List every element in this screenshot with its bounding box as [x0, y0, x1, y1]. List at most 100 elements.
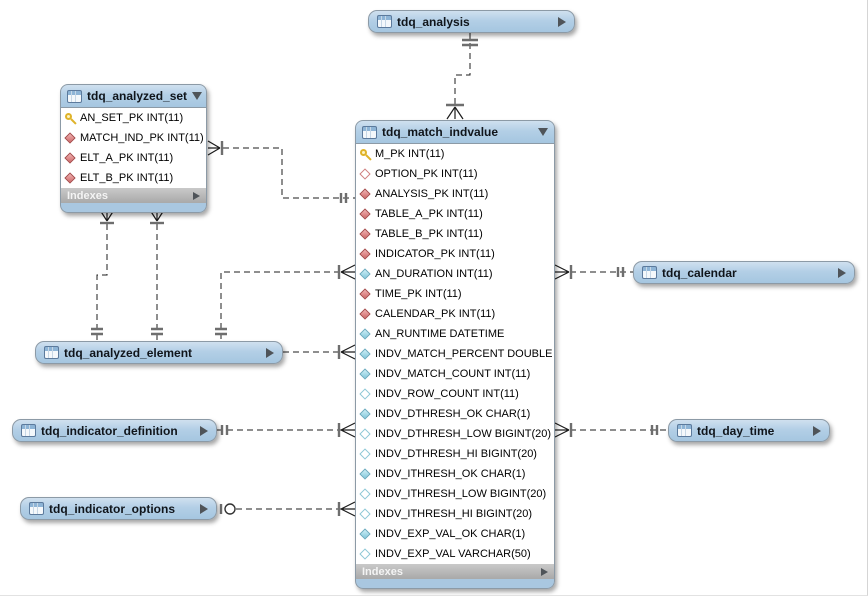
table-tdq-indicator-options[interactable]: tdq_indicator_options [20, 497, 217, 520]
table-title: tdq_calendar [662, 265, 737, 280]
rel-indicatoroptions-matchindvalue[interactable] [219, 501, 356, 517]
column-row[interactable]: INDV_DTHRESH_OK CHAR(1) [356, 404, 554, 424]
indexes-expand-icon[interactable] [193, 191, 200, 200]
table-header[interactable]: tdq_match_indvalue [355, 120, 555, 144]
table-title: tdq_analyzed_element [64, 345, 193, 360]
indexes-footer[interactable]: Indexes [60, 188, 207, 203]
indexes-footer[interactable]: Indexes [355, 564, 555, 579]
table-icon [21, 424, 36, 437]
column-row[interactable]: ANALYSIS_PK INT(11) [356, 184, 554, 204]
table-tdq-analyzed-set[interactable]: tdq_analyzed_set AN_SET_PK INT(11) MATCH… [60, 84, 207, 213]
expand-arrow-icon[interactable] [813, 425, 821, 436]
column-label: TABLE_A_PK INT(11) [375, 208, 483, 220]
table-bottom-strip [355, 579, 555, 589]
table-tdq-analyzed-element[interactable]: tdq_analyzed_element [35, 341, 283, 364]
expand-arrow-icon[interactable] [838, 267, 846, 278]
column-row[interactable]: M_PK INT(11) [356, 144, 554, 164]
table-title: tdq_match_indvalue [382, 125, 499, 139]
foreign-key-icon [359, 228, 372, 241]
table-icon [67, 89, 82, 103]
rel-matchindvalue-analyzedelement-top[interactable] [215, 264, 356, 341]
column-label: MATCH_IND_PK INT(11) [80, 132, 204, 144]
column-row[interactable]: INDV_ROW_COUNT INT(11) [356, 384, 554, 404]
column-label: INDV_EXP_VAL VARCHAR(50) [375, 548, 531, 560]
expand-arrow-icon[interactable] [558, 16, 566, 27]
column-row[interactable]: INDV_DTHRESH_LOW BIGINT(20) [356, 424, 554, 444]
table-tdq-analysis[interactable]: tdq_analysis [368, 10, 575, 33]
indexes-label: Indexes [362, 565, 403, 578]
column-label: M_PK INT(11) [375, 148, 445, 160]
column-row[interactable]: ELT_B_PK INT(11) [61, 168, 206, 188]
rel-matchindvalue-daytime[interactable] [554, 422, 668, 438]
indexes-expand-icon[interactable] [541, 567, 548, 576]
table-icon [377, 15, 392, 28]
table-bottom-strip [60, 203, 207, 213]
column-label: INDV_MATCH_COUNT INT(11) [375, 368, 531, 380]
table-tdq-calendar[interactable]: tdq_calendar [633, 261, 855, 284]
table-title: tdq_analyzed_set [87, 89, 188, 103]
column-label: AN_RUNTIME DATETIME [375, 328, 505, 340]
foreign-key-icon [359, 288, 372, 301]
column-row[interactable]: TABLE_B_PK INT(11) [356, 224, 554, 244]
foreign-key-icon [359, 208, 372, 221]
foreign-key-icon [64, 132, 77, 145]
column-icon [359, 428, 372, 441]
column-row[interactable]: OPTION_PK INT(11) [356, 164, 554, 184]
column-icon [359, 448, 372, 461]
table-tdq-day-time[interactable]: tdq_day_time [668, 419, 830, 442]
column-list: AN_SET_PK INT(11) MATCH_IND_PK INT(11) E… [60, 108, 207, 188]
indexes-label: Indexes [67, 189, 108, 202]
expand-arrow-icon[interactable] [266, 347, 274, 358]
rel-analyzedset-analyzedelement-1[interactable] [91, 209, 115, 341]
column-icon [359, 268, 372, 281]
column-row[interactable]: INDV_DTHRESH_HI BIGINT(20) [356, 444, 554, 464]
rel-analyzedset-analyzedelement-2[interactable] [149, 209, 165, 341]
rel-analysis-matchindvalue[interactable] [446, 33, 478, 120]
column-label: INDV_ITHRESH_OK CHAR(1) [375, 468, 526, 480]
foreign-key-icon [64, 172, 77, 185]
foreign-key-icon [359, 248, 372, 261]
column-label: INDV_MATCH_PERCENT DOUBLE [375, 348, 553, 360]
column-row[interactable]: AN_SET_PK INT(11) [61, 108, 206, 128]
column-icon [359, 488, 372, 501]
column-row[interactable]: INDV_EXP_VAL_OK CHAR(1) [356, 524, 554, 544]
column-row[interactable]: CALENDAR_PK INT(11) [356, 304, 554, 324]
column-label: INDV_ITHRESH_HI BIGINT(20) [375, 508, 533, 520]
rel-analyzedset-matchindvalue[interactable] [207, 140, 355, 203]
table-header[interactable]: tdq_analyzed_set [60, 84, 207, 108]
column-row[interactable]: INDV_ITHRESH_LOW BIGINT(20) [356, 484, 554, 504]
expand-arrow-icon[interactable] [200, 425, 208, 436]
column-row[interactable]: INDV_EXP_VAL VARCHAR(50) [356, 544, 554, 564]
primary-key-icon [64, 112, 77, 125]
column-icon [359, 548, 372, 561]
rel-indicatordefinition-matchindvalue[interactable] [217, 422, 356, 438]
column-label: TABLE_B_PK INT(11) [375, 228, 483, 240]
column-icon [359, 528, 372, 541]
expand-arrow-icon[interactable] [200, 503, 208, 514]
column-row[interactable]: TABLE_A_PK INT(11) [356, 204, 554, 224]
column-icon [359, 468, 372, 481]
column-label: ANALYSIS_PK INT(11) [375, 188, 489, 200]
table-icon [362, 125, 377, 139]
column-row[interactable]: INDV_MATCH_COUNT INT(11) [356, 364, 554, 384]
column-row[interactable]: ELT_A_PK INT(11) [61, 148, 206, 168]
column-icon [359, 388, 372, 401]
foreign-key-icon [359, 168, 372, 181]
column-row[interactable]: INDV_ITHRESH_OK CHAR(1) [356, 464, 554, 484]
column-row[interactable]: MATCH_IND_PK INT(11) [61, 128, 206, 148]
column-row[interactable]: INDV_MATCH_PERCENT DOUBLE [356, 344, 554, 364]
column-row[interactable]: AN_DURATION INT(11) [356, 264, 554, 284]
table-tdq-indicator-definition[interactable]: tdq_indicator_definition [12, 419, 217, 442]
column-row[interactable]: INDV_ITHRESH_HI BIGINT(20) [356, 504, 554, 524]
column-row[interactable]: INDICATOR_PK INT(11) [356, 244, 554, 264]
collapse-arrow-icon[interactable] [192, 92, 203, 100]
column-row[interactable]: TIME_PK INT(11) [356, 284, 554, 304]
collapse-arrow-icon[interactable] [538, 128, 548, 136]
rel-matchindvalue-calendar[interactable] [554, 264, 633, 280]
column-row[interactable]: AN_RUNTIME DATETIME [356, 324, 554, 344]
table-title: tdq_day_time [697, 423, 775, 438]
column-icon [359, 328, 372, 341]
table-tdq-match-indvalue[interactable]: tdq_match_indvalue M_PK INT(11) OPTION_P… [355, 120, 555, 589]
